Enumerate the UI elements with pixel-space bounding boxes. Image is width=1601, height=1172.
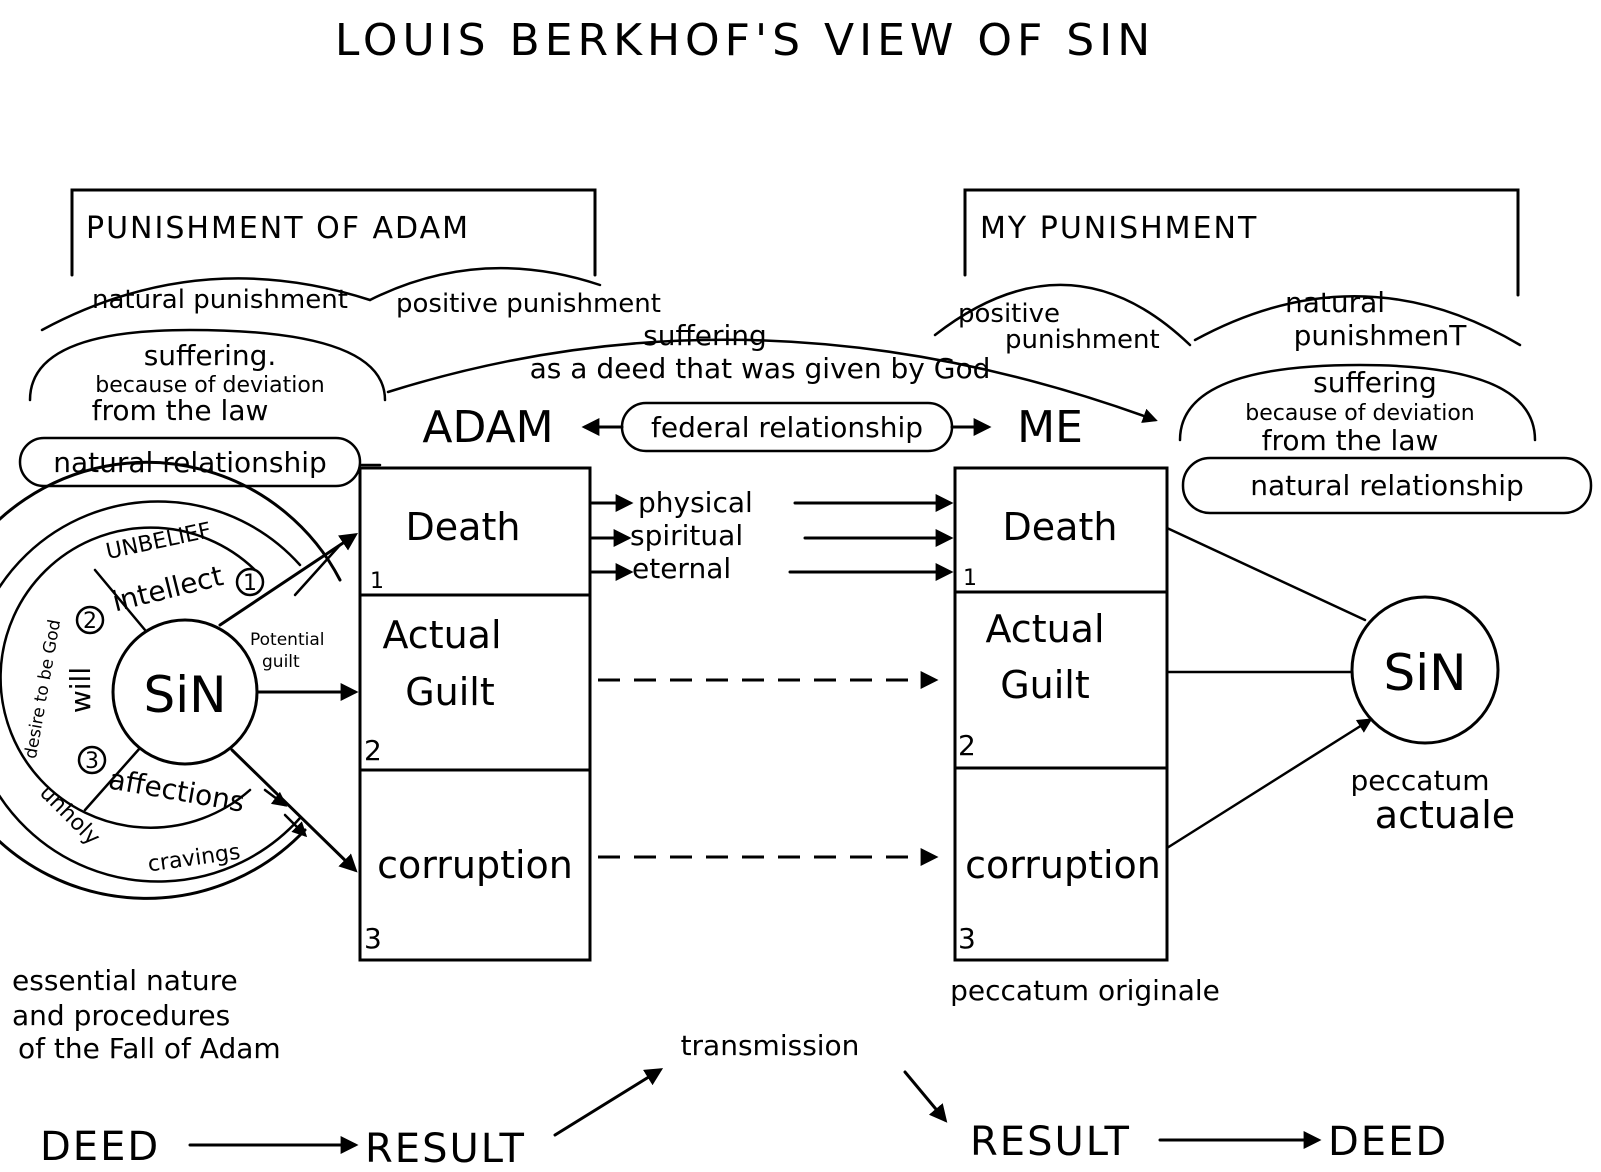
death-type-physical: physical [638, 486, 753, 519]
adam-num-3: 3 [364, 922, 382, 955]
death-type-spiritual: spiritual [630, 519, 743, 552]
me-corruption: corruption [965, 843, 1161, 887]
me-num-3: 3 [958, 922, 976, 955]
flow-deed-left: DEED [40, 1124, 160, 1170]
right-sin-circle [1350, 595, 1500, 745]
left-positive-punishment: positive punishment [396, 289, 661, 319]
affections-num-circle [77, 745, 107, 775]
left-suffering-bubble [28, 328, 387, 402]
peccatum-originale: peccatum originale [950, 974, 1220, 1007]
transmission-arrow-up [553, 1068, 664, 1137]
flow-deed-right: DEED [1328, 1119, 1448, 1165]
wheel-divider-bottom [83, 746, 142, 812]
will-num-circle [75, 605, 105, 635]
adam-guilt: Guilt [405, 670, 495, 714]
will-num: 2 [83, 609, 97, 634]
affections-num: 3 [85, 749, 99, 774]
intellect-to-death-line [293, 543, 342, 597]
me-box [953, 466, 1169, 962]
adam-label: ADAM [422, 402, 553, 453]
essential-line2: and procedures [12, 999, 230, 1032]
federal-relationship-text: federal relationship [651, 411, 923, 444]
right-positive-line2: punishment [1005, 325, 1160, 355]
unbelief-text: UNBELIEF [104, 518, 214, 565]
right-natural-relationship-oval [1181, 456, 1593, 515]
flow-result-right: RESULT [970, 1119, 1131, 1165]
left-header-bracket [70, 188, 597, 277]
me-num-1: 1 [963, 566, 977, 591]
potential-guilt-line1: Potential [250, 630, 324, 650]
sin-to-corruption-arrow [230, 748, 358, 873]
arc-label-line1: suffering [643, 319, 767, 352]
wheel-divider-top [93, 568, 147, 632]
intellect-num: 1 [243, 571, 257, 596]
left-natural-punishment: natural punishment [92, 285, 348, 315]
transmission-arrow-down [903, 1070, 948, 1123]
me-death: Death [1003, 505, 1118, 549]
left-suffering-line2: because of deviation [95, 373, 324, 398]
right-suffering-line3: from the law [1262, 424, 1439, 457]
left-natural-relationship-text: natural relationship [53, 446, 327, 479]
me-label: ME [1017, 402, 1083, 453]
wheel-ring-3 [0, 526, 257, 829]
transmission-label: transmission [681, 1029, 860, 1062]
intellect-num-circle [235, 567, 265, 597]
wheel-ring-2 [0, 500, 302, 883]
sin-center-text: SiN [143, 666, 226, 724]
adam-num-2: 2 [364, 734, 382, 767]
me-actual: Actual [985, 607, 1104, 651]
peccatum-actuale-line1: peccatum [1351, 764, 1490, 797]
cravings-text: cravings [146, 840, 242, 878]
me-death-to-sin [1165, 526, 1367, 622]
right-header-text: MY PUNISHMENT [980, 211, 1258, 246]
right-suffering-bubble [1178, 363, 1537, 442]
left-natural-arc [40, 277, 372, 332]
right-suffering-line2: because of deviation [1245, 401, 1474, 426]
death-type-eternal: eternal [632, 552, 731, 585]
me-num-2: 2 [958, 729, 976, 762]
adam-num-1: 1 [370, 569, 384, 594]
wheel-outer-ring [0, 460, 342, 900]
diagram-title: LOUIS BERKHOF'S VIEW OF SIN [335, 15, 1155, 66]
right-sin-text: SiN [1383, 644, 1466, 702]
flow-result-left: RESULT [365, 1126, 526, 1172]
right-natural-line1: natural [1285, 286, 1385, 319]
intellect-text: intellect [109, 559, 227, 618]
right-positive-line1: positive [958, 299, 1060, 329]
left-natural-relationship-oval [18, 436, 362, 488]
suffering-arc [386, 338, 1158, 423]
right-header-bracket [963, 188, 1520, 297]
left-positive-arc [368, 266, 602, 302]
right-suffering-line1: suffering [1313, 366, 1437, 399]
potential-guilt-line2: guilt [262, 652, 300, 672]
arc-label-line2: as a deed that was given by God [530, 352, 991, 385]
adam-corruption: corruption [377, 843, 573, 887]
peccatum-actuale-line2: actuale [1375, 793, 1515, 837]
right-positive-arc [933, 283, 1192, 347]
affections-inner-arrow [263, 788, 288, 807]
essential-line3: of the Fall of Adam [18, 1032, 281, 1065]
left-suffering-line1: suffering. [144, 339, 277, 372]
cravings-arrow [283, 813, 308, 838]
left-suffering-line3: from the law [92, 394, 269, 427]
essential-line1: essential nature [12, 964, 238, 997]
desire-text: desire to be God [21, 618, 65, 760]
me-guilt: Guilt [1000, 663, 1090, 707]
will-text: will [64, 667, 97, 713]
sin-to-death-arrow [218, 533, 358, 627]
right-natural-line2: punishmenT [1294, 319, 1468, 352]
affections-text: affections [106, 762, 247, 818]
right-natural-arc [1193, 294, 1522, 347]
right-natural-relationship-text: natural relationship [1250, 469, 1524, 502]
adam-box [358, 466, 592, 962]
me-corruption-to-sin [1165, 718, 1373, 850]
left-header-text: PUNISHMENT OF ADAM [86, 211, 470, 246]
adam-actual: Actual [382, 613, 501, 657]
adam-death: Death [406, 505, 521, 549]
